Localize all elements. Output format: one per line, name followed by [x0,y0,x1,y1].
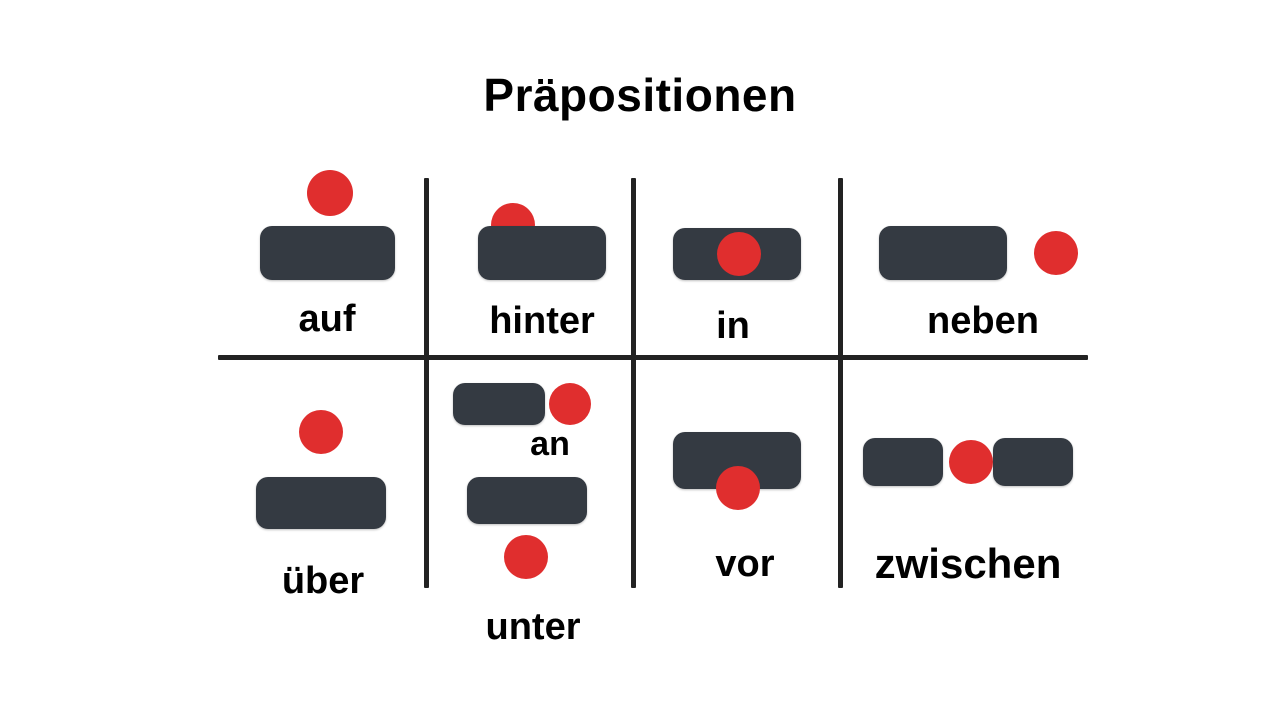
page-title: Präpositionen [483,69,797,121]
box-hinter [478,226,606,280]
caption-in: in [716,305,750,347]
caption-zwischen: zwischen [874,540,1062,587]
box-unter [467,477,587,524]
box-ueber [256,477,386,529]
caption-unter: unter [485,606,581,648]
caption-auf: auf [298,298,356,340]
dot-auf [307,170,353,216]
dot-vor [716,466,760,510]
vertical-divider-2 [631,178,636,588]
dot-an [549,383,591,425]
box-an [453,383,545,425]
dot-neben [1034,231,1078,275]
caption-ueber: über [281,560,365,602]
box-zwischen-left [863,438,943,486]
horizontal-divider-1 [218,355,1088,360]
dot-ueber [299,410,343,454]
caption-an: an [530,425,570,463]
box-zwischen-right [993,438,1073,486]
dot-unter [504,535,548,579]
caption-neben: neben [927,300,1039,342]
vertical-divider-3 [838,178,843,588]
dot-in [717,232,761,276]
box-auf [260,226,395,280]
caption-hinter: hinter [489,300,595,342]
caption-vor: vor [715,543,775,585]
dot-zwischen [949,440,993,484]
box-neben [879,226,1007,280]
vertical-divider-1 [424,178,429,588]
